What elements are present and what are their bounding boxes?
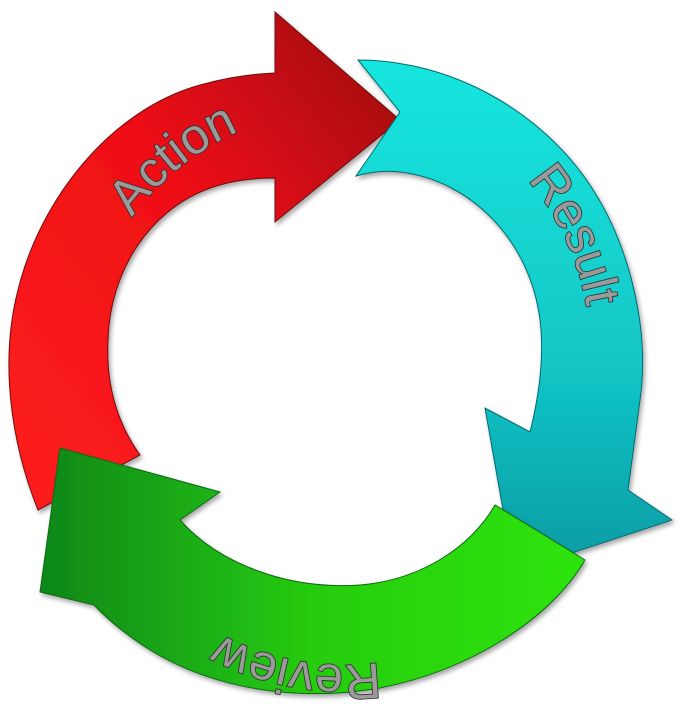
result-arrow-shape [354, 59, 674, 573]
action-arrow-shape [8, 10, 401, 511]
review-arrow [39, 447, 586, 695]
result-arrow [354, 59, 674, 573]
review-arrow-shape [39, 447, 586, 695]
action-arrow [8, 10, 401, 511]
